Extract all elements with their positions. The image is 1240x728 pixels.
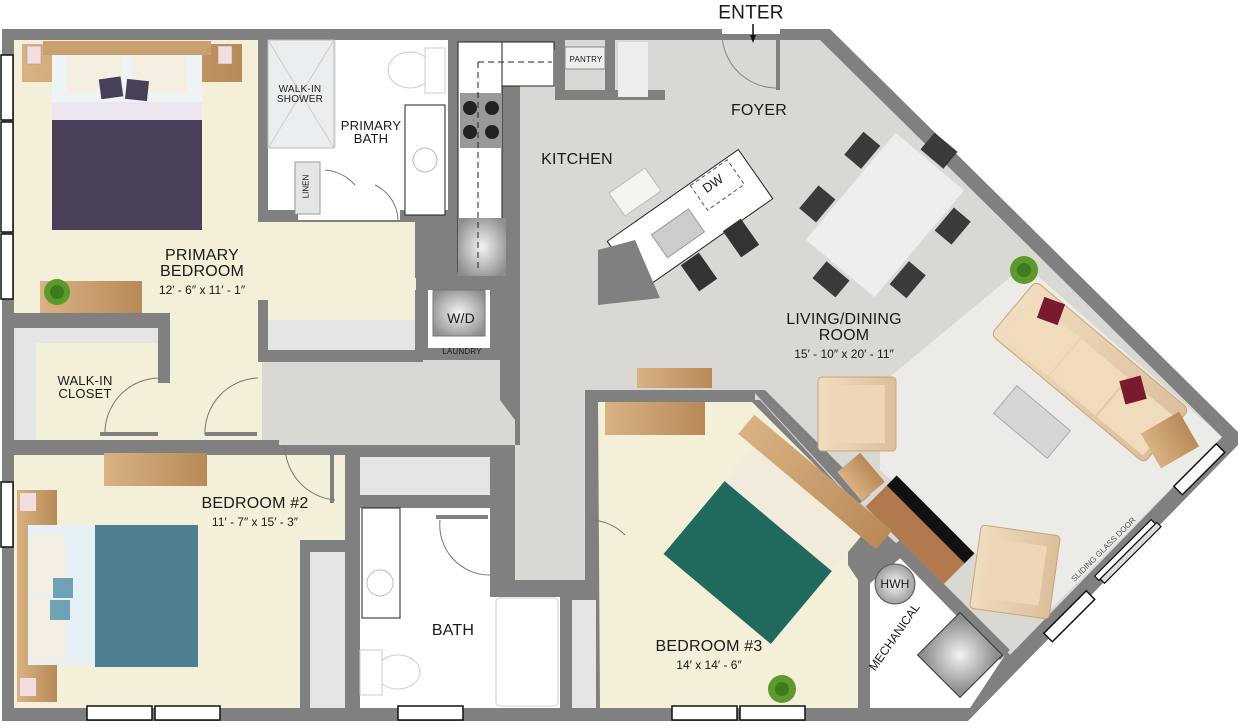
interior-walls [14, 40, 870, 710]
plant-icon [768, 675, 796, 703]
foyer-label: FOYER [730, 102, 788, 119]
linen-label: LINEN [301, 174, 311, 199]
hwh-label: HWH [880, 577, 910, 591]
plant-icon [1010, 256, 1038, 284]
windows [0, 54, 806, 721]
plant-icon [44, 279, 70, 305]
bath-label: BATH [431, 622, 475, 639]
laundry-label: LAUNDRY [442, 347, 482, 356]
washer-dryer-label: W/D [447, 310, 475, 326]
pantry-label: PANTRY [569, 55, 603, 64]
kitchen-label: KITCHEN [541, 151, 613, 168]
entry-label: ENTER [718, 2, 784, 24]
primary-bed [22, 41, 242, 230]
